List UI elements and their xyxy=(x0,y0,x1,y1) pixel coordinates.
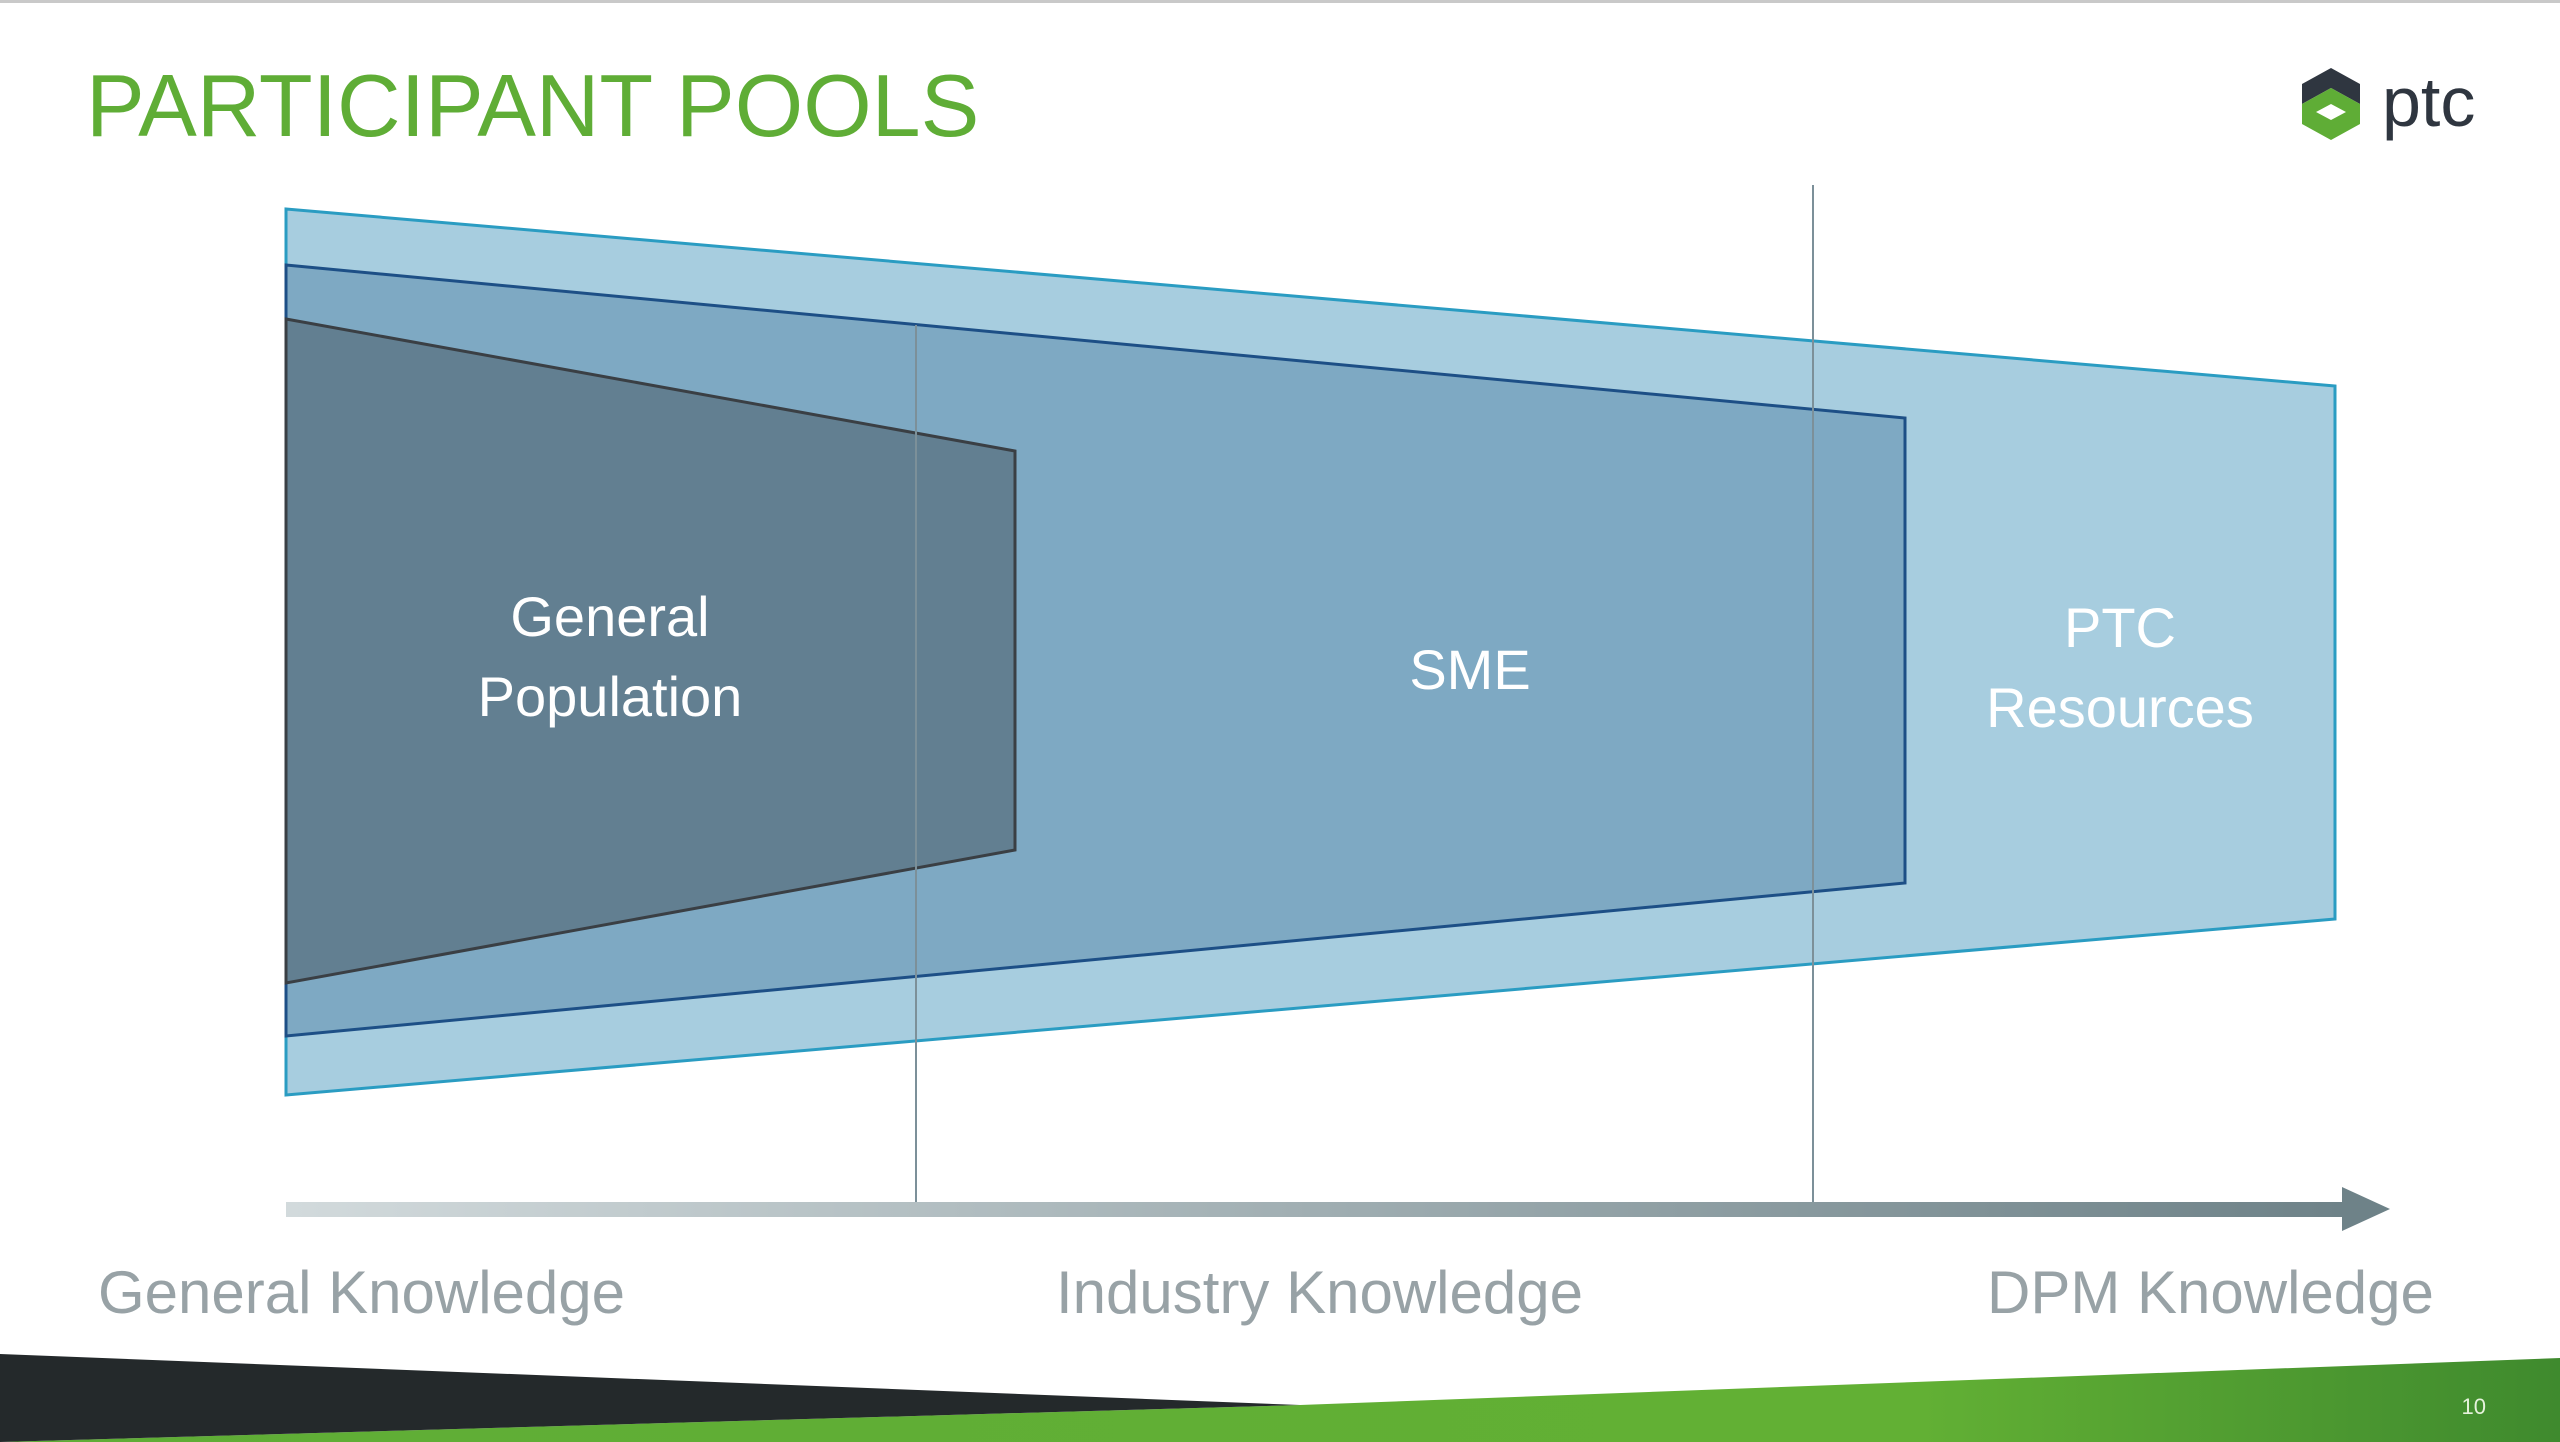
axis-label-dpm-knowledge: DPM Knowledge xyxy=(1987,1259,2434,1326)
general-population-label: General Population xyxy=(400,577,820,737)
footer-dark-band xyxy=(0,1354,1300,1442)
slide-title: PARTICIPANT POOLS xyxy=(86,56,980,155)
ptc-logo-icon xyxy=(2302,68,2360,140)
footer-green-band xyxy=(0,1358,2560,1442)
axis-label-industry-knowledge: Industry Knowledge xyxy=(1056,1259,1583,1326)
ptc-resources-label-line2: Resources xyxy=(1986,676,2254,739)
ptc-logo-text: ptc xyxy=(2382,63,2476,141)
axis-label-general-knowledge: General Knowledge xyxy=(98,1259,626,1326)
slide-number: 10 xyxy=(2461,1394,2486,1419)
ptc-resources-label: PTC Resources xyxy=(1930,588,2310,748)
general-population-pool-shape xyxy=(284,317,1017,985)
ptc-resources-label-line1: PTC xyxy=(2064,596,2176,659)
sme-label: SME xyxy=(1370,630,1570,710)
knowledge-arrow-shaft xyxy=(286,1202,2346,1217)
general-population-label-line1: General xyxy=(510,585,710,648)
sme-label-text: SME xyxy=(1409,638,1531,701)
general-population-label-line2: Population xyxy=(477,665,743,728)
ptc-logo: ptc xyxy=(2296,63,2486,144)
knowledge-arrow-head xyxy=(2342,1187,2390,1231)
top-rule xyxy=(0,0,2560,3)
